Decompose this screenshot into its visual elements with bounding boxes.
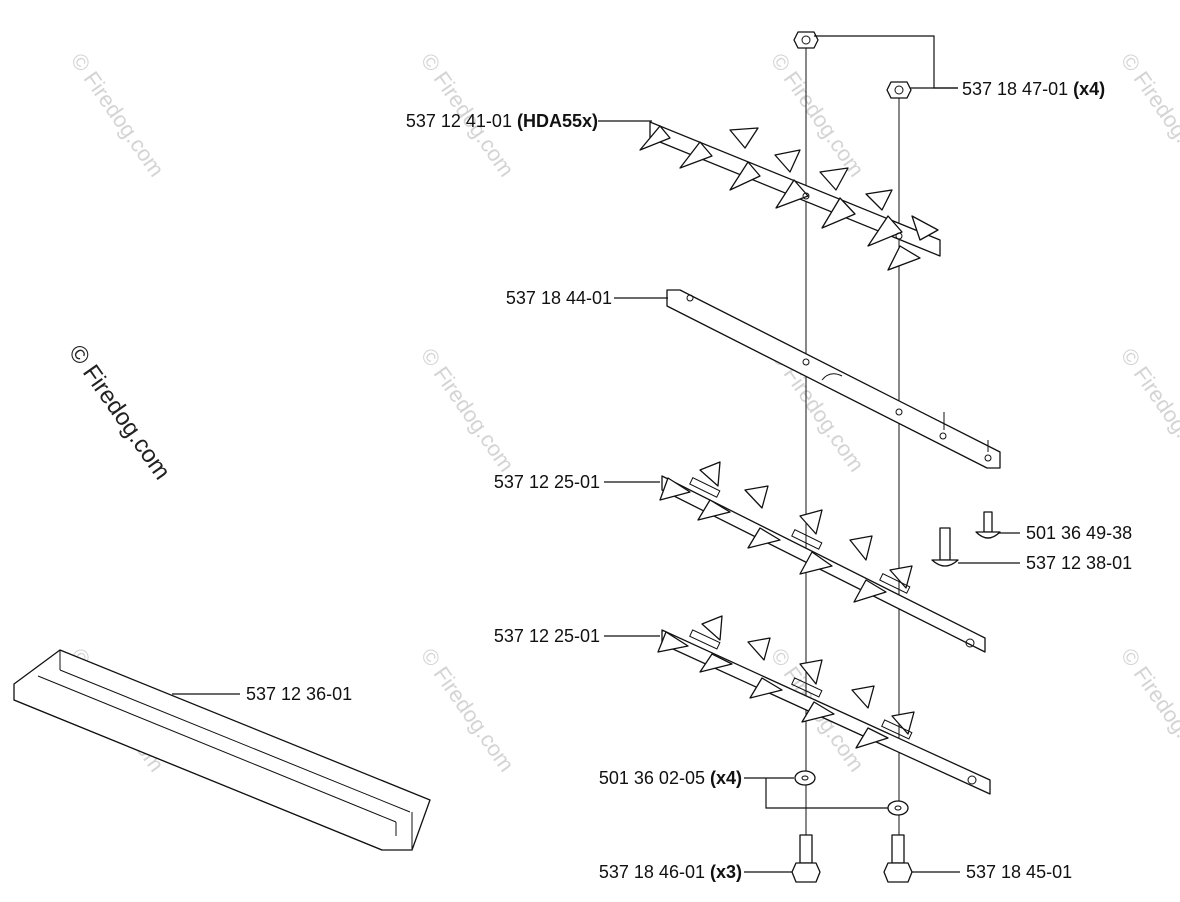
part-label-lower-blade-1: 537 12 25-01 [494,472,600,492]
nut-drawing [793,31,912,99]
part-labels: 537 12 41-01 (HDA55x) 537 18 47-01 (x4) … [246,79,1132,882]
part-label-nut: 537 18 47-01 (x4) [962,79,1105,99]
part-label-screw-small: 501 36 49-38 [1026,523,1132,543]
guide-bar-drawing [666,289,1001,469]
watermark-faint: © Firedog.com [1116,344,1180,477]
lower-blade-2-drawing [657,615,991,795]
lower-blade-1-drawing [659,461,986,653]
part-label-upper-blade: 537 12 41-01 (HDA55x) [406,111,598,131]
screw-drawing [931,511,1001,567]
part-label-lower-blade-2: 537 12 25-01 [494,626,600,646]
part-label-washer: 501 36 02-05 (x4) [599,768,742,788]
watermark-faint: © Firedog.com [1116,644,1180,777]
upper-blade-drawing [639,121,941,271]
bolt-drawing [791,834,913,883]
blade-guard-drawing [13,649,431,851]
part-label-blade-guard: 537 12 36-01 [246,684,352,704]
faint-watermarks: © Firedog.com © Firedog.com © Firedog.co… [66,49,1180,777]
watermark-faint: © Firedog.com [66,49,169,182]
part-label-screw-long: 537 12 38-01 [1026,553,1132,573]
watermark-faint: © Firedog.com [1116,49,1180,182]
watermark-faint: © Firedog.com [416,344,519,477]
leader-lines [172,35,1020,873]
part-label-bolt-right: 537 18 45-01 [966,862,1072,882]
watermark-main: © Firedog.com [63,340,176,485]
watermark-faint: © Firedog.com [416,644,519,777]
part-label-bolt-left: 537 18 46-01 (x3) [599,862,742,882]
part-label-guide-bar: 537 18 44-01 [506,288,612,308]
